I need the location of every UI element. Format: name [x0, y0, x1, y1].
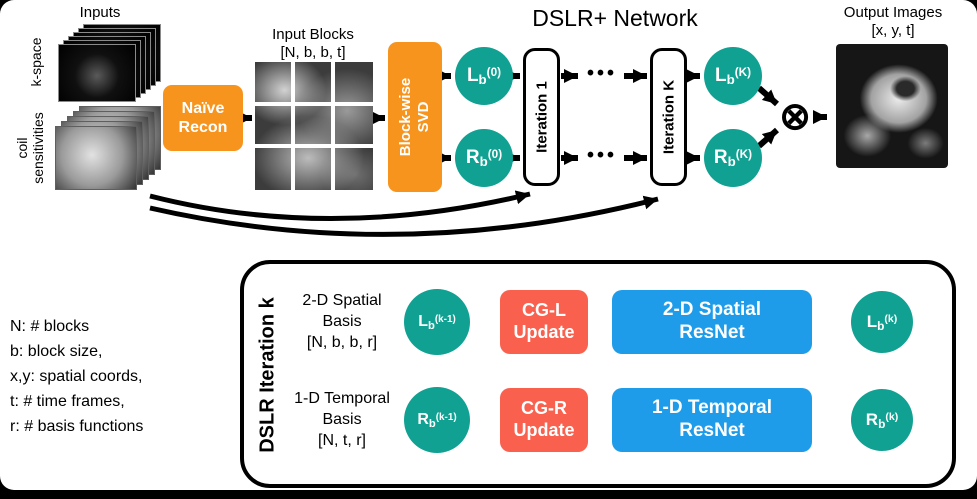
temporal-basis-label: 1-D Temporal Basis — [294, 389, 390, 428]
node-rb0: Rb(0) — [455, 129, 513, 187]
node-lbk: Lb(k) — [851, 291, 913, 353]
legend-line: b: block size, — [10, 343, 103, 360]
input-blocks-label: Input Blocks — [272, 26, 354, 43]
kspace-frame — [58, 44, 136, 102]
grid-line — [291, 62, 295, 190]
coil-sensitivities-label: coil sensitivities — [13, 112, 46, 184]
legend-line: t: # time frames, — [10, 393, 125, 410]
figure-title: DSLR+ Network — [532, 5, 698, 31]
arrow-rbK-to-product — [757, 127, 779, 149]
data-consistency-curves — [149, 190, 659, 237]
node-lbK: Lb(K) — [704, 47, 762, 105]
arrow-lbK-to-product — [757, 85, 779, 107]
node-rbk-minus-1: Rb(k-1) — [404, 387, 470, 453]
output-images-label: Output Images — [843, 4, 943, 21]
temporal-basis-label-group: 1-D Temporal Basis [N, t, r] — [286, 389, 398, 451]
cg-l-update-box: CG-L Update — [500, 290, 588, 354]
grid-line — [331, 62, 335, 190]
temporal-resnet-box: 1-D Temporal ResNet — [612, 388, 812, 452]
blockwise-svd-label: Block-wise SVD — [397, 77, 432, 157]
node-rbk: Rb(k) — [851, 389, 913, 451]
cg-r-update-box: CG-R Update — [500, 388, 588, 452]
legend-line: N: # blocks — [10, 318, 90, 335]
curved-arrow-to-iterK — [149, 195, 659, 237]
legend-line: r: # basis functions — [10, 418, 144, 435]
temporal-basis-dims: [N, t, r] — [318, 431, 366, 449]
spatial-basis-label: 2-D Spatial Basis — [302, 291, 382, 330]
ellipsis-top: ••• — [586, 62, 618, 85]
dslr-iteration-container — [240, 260, 956, 488]
legend-line: x,y: spatial coords, — [10, 368, 143, 385]
iteration-1-label: Iteration 1 — [533, 81, 550, 153]
spatial-basis-label-group: 2-D Spatial Basis [N, b, b, r] — [286, 291, 398, 353]
curved-arrow-to-iter1 — [149, 190, 531, 221]
iteration-K-label: Iteration K — [660, 79, 677, 155]
blockwise-svd-box: Block-wise SVD — [388, 42, 442, 192]
iteration-1-box: Iteration 1 — [523, 48, 560, 186]
spatial-resnet-box: 2-D Spatial ResNet — [612, 290, 812, 354]
inputs-label: Inputs — [79, 4, 121, 21]
grid-line — [255, 144, 373, 148]
output-mri-image — [836, 44, 948, 168]
kspace-image-stack — [58, 20, 168, 106]
ellipsis-bottom: ••• — [586, 144, 618, 167]
tensor-product-icon: ⊗ — [779, 96, 811, 138]
node-rbK: Rb(K) — [704, 129, 762, 187]
legend: N: # blocks b: block size, x,y: spatial … — [10, 314, 143, 439]
iteration-K-box: Iteration K — [650, 48, 687, 186]
kspace-label: k-space — [27, 37, 44, 87]
node-lbk-minus-1: Lb(k-1) — [404, 289, 470, 355]
coil-frame — [55, 126, 137, 190]
naive-recon-box: Naïve Recon — [163, 85, 243, 151]
node-lb0: Lb(0) — [455, 47, 513, 105]
output-images-dims: [x, y, t] — [871, 22, 915, 39]
grid-line — [255, 102, 373, 106]
dslr-iteration-title: DSLR Iteration k — [256, 297, 279, 453]
coil-sensitivities-image-stack — [55, 106, 167, 194]
spatial-basis-dims: [N, b, b, r] — [306, 333, 378, 351]
input-blocks-dims: [N, b, b, t] — [280, 44, 346, 61]
input-blocks-image — [255, 62, 373, 190]
